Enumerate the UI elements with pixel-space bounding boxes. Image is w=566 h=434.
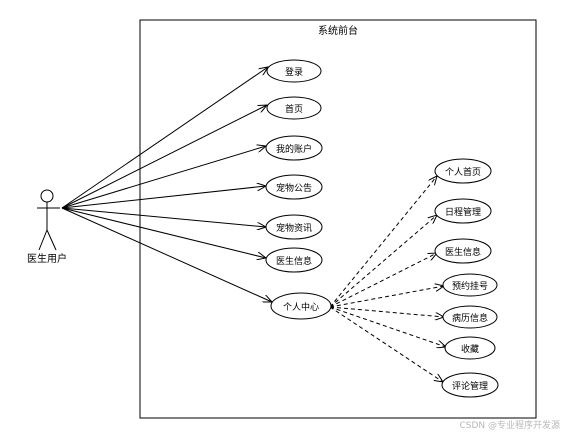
association-arrow: [61, 146, 266, 209]
include-arrow: [329, 253, 437, 308]
actor-left-leg: [38, 229, 48, 251]
association-arrow: [61, 207, 266, 227]
usecase-doctor-info-sub: 医生信息: [434, 238, 492, 264]
usecase-label: 医生信息: [276, 255, 312, 267]
actor-head: [40, 189, 54, 203]
actor-figure: [37, 189, 60, 251]
include-lines: [329, 176, 446, 382]
usecase-label: 宠物公告: [276, 182, 312, 194]
system-title: 系统前台: [318, 24, 358, 37]
usecase-medical-record: 病历信息: [442, 305, 498, 329]
usecase-login: 登录: [266, 59, 322, 83]
include-arrow: [329, 176, 437, 308]
usecase-pet-notice: 宠物公告: [265, 174, 323, 200]
usecase-label: 评论管理: [452, 380, 488, 392]
actor-right-leg: [46, 229, 57, 251]
actor-label: 医生用户: [27, 252, 67, 265]
usecase-label: 首页: [285, 103, 303, 115]
usecase-label: 宠物资讯: [276, 222, 312, 234]
association-arrow: [61, 105, 267, 209]
usecase-label: 日程管理: [445, 206, 481, 218]
usecase-label: 个人首页: [445, 166, 481, 178]
include-arrow: [329, 286, 444, 308]
usecase-favorites: 收藏: [444, 336, 496, 360]
association-arrow: [61, 207, 272, 302]
usecase-label: 收藏: [461, 343, 479, 355]
usecase-pet-news: 宠物资讯: [265, 214, 323, 240]
association-arrow: [61, 207, 266, 258]
usecase-home: 首页: [266, 96, 322, 120]
system-boundary: [139, 19, 537, 419]
usecase-label: 预约挂号: [452, 280, 488, 292]
usecase-label: 个人中心: [283, 301, 319, 313]
include-arrow: [329, 215, 437, 308]
usecase-label: 病历信息: [452, 312, 488, 324]
usecase-appointment: 预约挂号: [442, 273, 498, 297]
watermark-text: CSDN @专业程序开发源: [459, 419, 560, 431]
association-lines: [61, 67, 272, 302]
usecase-label: 我的账户: [276, 143, 312, 155]
usecase-personal-center: 个人中心: [270, 292, 332, 320]
usecase-comment-manage: 评论管理: [441, 372, 499, 398]
usecase-label: 登录: [285, 67, 303, 78]
include-arrow: [329, 306, 443, 382]
association-arrow: [61, 186, 266, 209]
include-arrow: [329, 306, 446, 347]
usecase-personal-home: 个人首页: [434, 158, 492, 184]
usecase-label: 医生信息: [445, 246, 481, 258]
usecase-doctor-info: 医生信息: [265, 247, 323, 273]
usecase-my-account: 我的账户: [265, 135, 323, 161]
association-arrow: [61, 67, 268, 209]
usecase-schedule-manage: 日程管理: [434, 198, 492, 224]
include-arrow: [329, 306, 444, 317]
